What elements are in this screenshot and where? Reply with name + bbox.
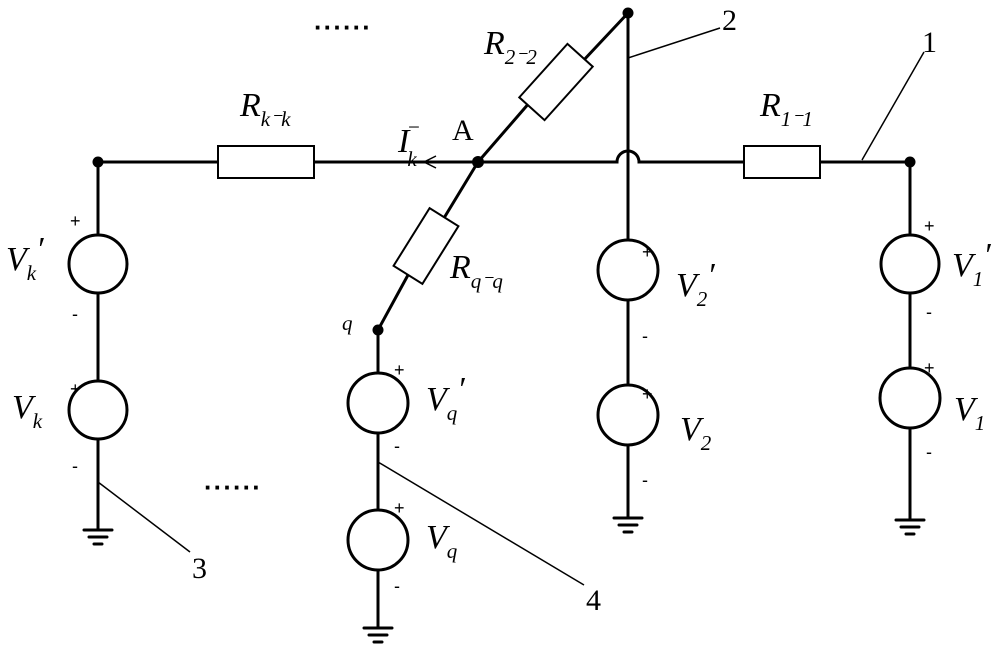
plus-sign: + (70, 211, 81, 231)
plus-sign: + (70, 379, 81, 399)
minus-sign: - (642, 326, 648, 346)
source-v1 (878, 366, 942, 430)
resistor-r11 (743, 145, 821, 179)
callout-line-1 (861, 51, 925, 161)
minus-sign: - (926, 442, 932, 462)
ellipsis-bottom: ······ (204, 472, 262, 502)
label-vq-prime: Vq′ (426, 371, 465, 425)
label-node-a: A (452, 114, 474, 147)
label-vk-prime: Vk′ (6, 231, 44, 285)
wires (96, 11, 912, 630)
node-q-dot (372, 324, 384, 336)
wire-2-diagonal (476, 11, 630, 164)
callout-number-1: 1 (922, 26, 937, 59)
label-r-11: R1⁻1 (759, 87, 813, 131)
minus-sign: - (394, 436, 400, 456)
ground-icon (362, 626, 394, 644)
source-vq (346, 508, 410, 572)
polarity-markers: + - + - + - + - + - + - + - + - (70, 211, 935, 596)
ground-icon (612, 516, 644, 534)
minus-sign: - (72, 456, 78, 476)
plus-sign: + (394, 360, 405, 380)
callout-number-4: 4 (586, 584, 601, 617)
source-vk-prime (67, 233, 129, 295)
source-v2-prime (596, 238, 660, 302)
plus-sign: + (642, 242, 653, 262)
wire-q-diagonal (376, 160, 480, 332)
label-current-ik: Ik− (397, 115, 421, 171)
label-v1-prime: V1′ (952, 237, 991, 291)
ground-icon (894, 518, 926, 536)
ground-icon (82, 528, 114, 546)
ellipsis-top: ······ (314, 12, 372, 42)
callout-line-3 (97, 481, 191, 553)
node-dot (92, 156, 104, 168)
node-dot (904, 156, 916, 168)
label-vk: Vk (12, 389, 43, 433)
source-v2 (596, 383, 660, 447)
nodes (92, 7, 916, 336)
label-node-q: q (342, 311, 353, 335)
resistor-rkk (217, 145, 315, 179)
wire-1-top (476, 149, 912, 164)
minus-sign: - (926, 302, 932, 322)
callout-line-2 (627, 27, 721, 59)
label-v2-prime: V2′ (676, 257, 715, 311)
resistor-rqq (392, 206, 460, 286)
grounds (82, 516, 926, 644)
label-v1: V1 (954, 391, 985, 435)
source-v1-prime (879, 233, 941, 295)
resistor-r22 (517, 42, 595, 122)
source-vq-prime (346, 371, 410, 435)
plus-sign: + (642, 384, 653, 404)
plus-sign: + (924, 358, 935, 378)
minus-sign: - (72, 304, 78, 324)
plus-sign: + (394, 498, 405, 518)
callout-lines (97, 27, 925, 586)
callout-line-4 (377, 461, 585, 586)
minus-sign: - (642, 470, 648, 490)
minus-sign: - (394, 576, 400, 596)
node-dot (622, 7, 634, 19)
resistors (217, 42, 821, 286)
callout-number-3: 3 (192, 552, 207, 585)
label-vq: Vq (426, 519, 458, 563)
current-arrow-icon (422, 155, 437, 169)
node-a-dot (472, 156, 484, 168)
label-r-22: R2⁻2 (483, 25, 537, 69)
source-vk (67, 379, 129, 441)
label-v2: V2 (680, 411, 712, 455)
label-r-qq: Rq⁻q (449, 249, 503, 293)
label-r-kk: Rk⁻k (239, 87, 291, 131)
callout-number-2: 2 (722, 4, 737, 37)
voltage-sources (67, 233, 942, 572)
plus-sign: + (924, 216, 935, 236)
